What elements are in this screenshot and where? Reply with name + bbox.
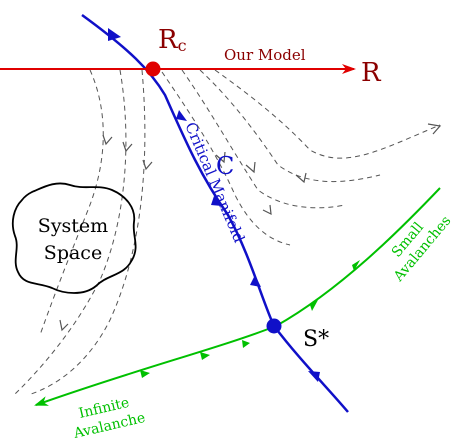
blue-arrowheads — [108, 28, 320, 382]
flow-line-2 — [13, 69, 127, 396]
flow-line-3 — [27, 69, 146, 396]
label-rc: Rc — [158, 25, 187, 55]
system-space-blob — [11, 182, 137, 294]
label-s-star: S* — [303, 327, 329, 352]
green-arrowheads — [140, 260, 360, 378]
flow-line-5 — [181, 69, 346, 209]
critical-point-rc — [145, 61, 161, 77]
flow-line-7 — [214, 69, 441, 159]
label-c: C — [216, 152, 234, 180]
label-r: R — [361, 58, 382, 88]
flow-line-6 — [199, 69, 381, 182]
flow-line-4 — [161, 71, 291, 246]
critical-manifold-blue — [81, 13, 349, 413]
label-critical-manifold: Critical Manifold — [181, 120, 248, 246]
dashed-flow-lines — [13, 69, 441, 396]
label-system: System — [38, 215, 108, 237]
dashed-arrowheads — [59, 123, 442, 332]
fixed-point-s-star — [266, 318, 282, 334]
label-our-model: Our Model — [224, 46, 306, 64]
label-space: Space — [44, 242, 102, 264]
flow-line-1 — [39, 69, 104, 336]
